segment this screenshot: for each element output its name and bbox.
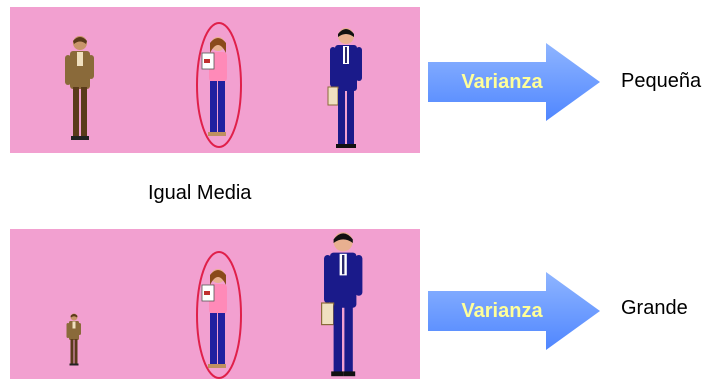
- result-label-bottom: Grande: [621, 297, 688, 319]
- person-woman-bottom: [201, 269, 227, 368]
- person-blue-suit: [327, 28, 362, 148]
- person-woman: [201, 37, 227, 136]
- middle-caption: Igual Media: [148, 182, 252, 204]
- variance-arrow-top: Varianza: [428, 43, 600, 121]
- arrow-right-icon: [428, 272, 600, 350]
- person-brown-suit: [65, 36, 94, 140]
- arrow-label-top: Varianza: [461, 70, 543, 93]
- top-people-illustration: [65, 22, 362, 148]
- highlight-ellipse-bottom: [196, 251, 242, 379]
- variance-arrow-bottom: Varianza: [428, 272, 600, 350]
- highlight-ellipse-top: [196, 22, 242, 148]
- bottom-panel: [10, 229, 420, 379]
- arrow-right-icon: [428, 43, 600, 121]
- top-panel: [10, 7, 420, 153]
- person-brown-suit-small: [66, 313, 81, 366]
- arrow-label-bottom: Varianza: [461, 299, 543, 322]
- bottom-people-illustration: [66, 232, 363, 379]
- result-label-top: Pequeña: [621, 70, 702, 92]
- person-blue-suit-large: [320, 232, 363, 377]
